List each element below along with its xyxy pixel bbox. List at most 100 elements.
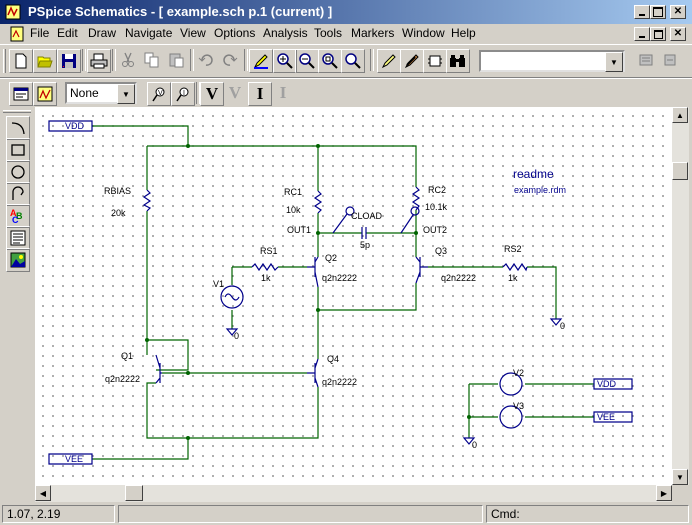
- zoom-area-button[interactable]: [318, 49, 342, 73]
- cut-button[interactable]: [117, 49, 139, 71]
- transistor-q4[interactable]: [307, 358, 319, 388]
- wire[interactable]: [147, 339, 189, 371]
- title-bar[interactable]: PSpice Schematics - [ example.sch p.1 (c…: [0, 0, 692, 24]
- voltage-source-v3[interactable]: [499, 405, 523, 429]
- transistor-q2[interactable]: [307, 256, 319, 288]
- print-button[interactable]: [87, 49, 111, 73]
- menu-view[interactable]: View: [180, 26, 206, 40]
- undo-button[interactable]: [195, 49, 217, 71]
- chevron-down-icon[interactable]: ▼: [605, 52, 623, 72]
- wire[interactable]: [468, 383, 498, 438]
- menu-window[interactable]: Window: [402, 26, 445, 40]
- edit-symbol-button[interactable]: [33, 82, 57, 106]
- menu-draw[interactable]: Draw: [88, 26, 117, 40]
- ground-symbol[interactable]: [462, 437, 476, 445]
- wire[interactable]: [527, 266, 557, 319]
- draw-circle-button[interactable]: [6, 160, 30, 184]
- wire[interactable]: [147, 145, 417, 187]
- app-icon[interactable]: [5, 4, 21, 20]
- vertical-scroll-thumb[interactable]: [672, 162, 688, 180]
- scroll-down-button[interactable]: ▼: [672, 469, 688, 485]
- scroll-up-button[interactable]: ▲: [672, 107, 688, 123]
- horizontal-scroll-thumb[interactable]: [125, 485, 143, 501]
- horizontal-scrollbar[interactable]: ◀ ▶: [35, 485, 672, 502]
- readme-file[interactable]: example.rdm: [514, 185, 567, 195]
- insert-picture-button[interactable]: [6, 248, 30, 272]
- readme-title[interactable]: readme: [513, 167, 554, 181]
- draw-box-button[interactable]: [6, 138, 30, 162]
- get-part-button[interactable]: [446, 49, 470, 73]
- offpage-vdd[interactable]: [48, 120, 93, 132]
- save-button[interactable]: [57, 49, 81, 73]
- toolbar-extra-button-1[interactable]: [635, 49, 657, 71]
- wire[interactable]: [146, 382, 319, 439]
- minimize-button[interactable]: [634, 5, 650, 19]
- menu-tools[interactable]: Tools: [314, 26, 343, 40]
- doc-minimize-button[interactable]: [634, 27, 650, 41]
- zoom-in-button[interactable]: [273, 49, 297, 73]
- wire[interactable]: [525, 383, 594, 418]
- maximize-button[interactable]: [650, 5, 666, 19]
- doc-close-button[interactable]: ✕: [670, 27, 686, 41]
- transistor-q1[interactable]: [155, 354, 162, 384]
- voltage-marker-out2[interactable]: [410, 206, 420, 216]
- voltage-diff-marker-button[interactable]: V: [224, 82, 246, 104]
- menu-help[interactable]: Help: [451, 26, 476, 40]
- toolbar-grip[interactable]: [3, 49, 6, 73]
- wire[interactable]: [92, 125, 189, 146]
- menu-navigate[interactable]: Navigate: [125, 26, 173, 40]
- ground-symbol[interactable]: [225, 328, 239, 336]
- menu-options[interactable]: Options: [214, 26, 256, 40]
- offpage-vee[interactable]: [48, 453, 93, 465]
- offpage-vdd-2[interactable]: [593, 378, 633, 390]
- menu-file[interactable]: File: [30, 26, 50, 40]
- resistor-rc2[interactable]: [411, 186, 421, 211]
- menu-markers[interactable]: Markers: [351, 26, 395, 40]
- redo-button[interactable]: [219, 49, 241, 71]
- resistor-rs1[interactable]: [251, 262, 279, 272]
- offpage-vee-2[interactable]: [593, 411, 633, 423]
- document-icon[interactable]: [9, 26, 25, 42]
- draw-bus-button[interactable]: [400, 49, 424, 73]
- zoom-out-button[interactable]: [295, 49, 319, 73]
- chevron-down-icon[interactable]: ▼: [117, 84, 135, 104]
- vertical-scrollbar[interactable]: ▲ ▼: [672, 107, 689, 485]
- probe-button-1[interactable]: V: [147, 82, 171, 106]
- scroll-right-button[interactable]: ▶: [656, 485, 672, 501]
- power-marker-button[interactable]: I: [272, 82, 294, 104]
- doc-restore-button[interactable]: [650, 27, 666, 41]
- part-name-combo[interactable]: ▼: [479, 50, 625, 72]
- draw-wire-button[interactable]: [377, 49, 401, 73]
- menu-analysis[interactable]: Analysis: [263, 26, 308, 40]
- edit-attributes-button[interactable]: [9, 82, 33, 106]
- paste-button[interactable]: [165, 49, 187, 71]
- wire[interactable]: [92, 438, 189, 460]
- scroll-left-button[interactable]: ◀: [35, 485, 51, 501]
- redraw-button[interactable]: [249, 49, 273, 73]
- probe-button-2[interactable]: I: [171, 82, 195, 106]
- marker-combo[interactable]: None ▼: [65, 82, 137, 104]
- menu-edit[interactable]: Edit: [57, 26, 78, 40]
- place-text-box-button[interactable]: [6, 226, 30, 250]
- voltage-source-v1[interactable]: [220, 285, 244, 309]
- voltage-marker-button[interactable]: V: [200, 82, 224, 106]
- resistor-rc1[interactable]: [313, 190, 323, 214]
- voltage-marker-out1[interactable]: [345, 206, 355, 216]
- capacitor-cload[interactable]: [361, 227, 367, 239]
- toolbar-grip[interactable]: [3, 110, 31, 113]
- draw-arc-button[interactable]: [6, 116, 30, 140]
- draw-block-button[interactable]: [423, 49, 447, 73]
- wire[interactable]: [317, 283, 417, 311]
- open-button[interactable]: [33, 49, 57, 73]
- toolbar-extra-button-2[interactable]: [659, 49, 681, 71]
- new-button[interactable]: [9, 49, 33, 73]
- ground-symbol[interactable]: [549, 318, 563, 326]
- transistor-q3[interactable]: [415, 256, 428, 284]
- current-marker-button[interactable]: I: [248, 82, 272, 106]
- zoom-fit-button[interactable]: [341, 49, 365, 73]
- resistor-rs2[interactable]: [502, 262, 528, 272]
- copy-button[interactable]: [141, 49, 163, 71]
- resistor-rbias[interactable]: [142, 189, 152, 212]
- close-button[interactable]: ✕: [670, 5, 686, 19]
